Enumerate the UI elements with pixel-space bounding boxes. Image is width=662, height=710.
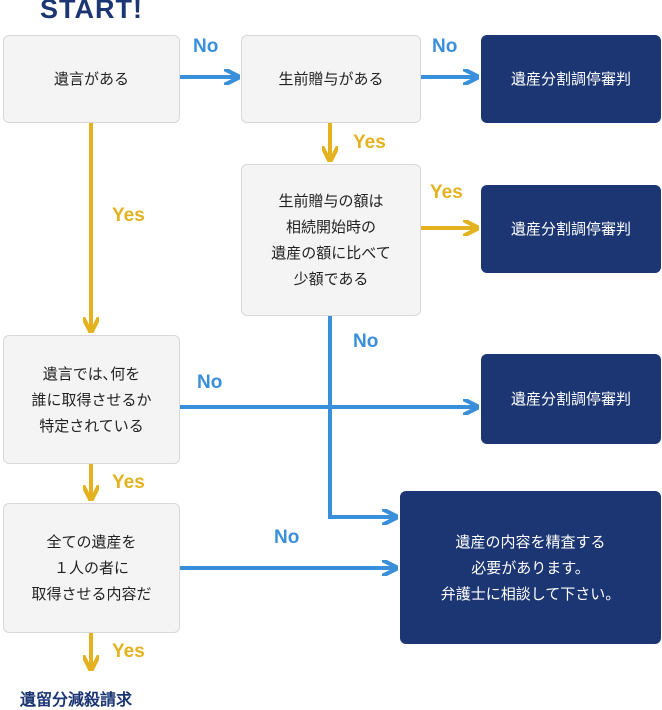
has-will-box: 遺言がある: [3, 35, 180, 123]
mediation-result-2: 遺産分割調停審判: [481, 185, 661, 273]
has-gift-box: 生前贈与がある: [241, 35, 421, 123]
no-label-gift: No: [432, 36, 458, 57]
final-label: 遺留分減殺請求: [20, 690, 133, 709]
start-label: START!: [40, 0, 143, 24]
mediation-result-3: 遺産分割調停審判: [481, 354, 661, 444]
yes-label-all-assets: Yes: [112, 641, 145, 662]
yes-label-gift-small: Yes: [430, 182, 463, 203]
review-result: 遺産の内容を精査する 必要があります。 弁護士に相談して下さい。: [400, 491, 661, 644]
no-label-all-assets: No: [274, 527, 300, 548]
yes-label-specified: Yes: [112, 472, 145, 493]
yes-label-will: Yes: [112, 205, 145, 226]
will-specified-box: 遺言では､何を 誰に取得させるか 特定されている: [3, 335, 180, 464]
gift-small-box: 生前贈与の額は 相続開始時の 遺産の額に比べて 少額である: [241, 164, 421, 316]
yes-label-gift: Yes: [353, 132, 386, 153]
no-label-specified: No: [197, 372, 223, 393]
all-assets-box: 全ての遺産を １人の者に 取得させる内容だ: [3, 503, 180, 633]
mediation-result-1: 遺産分割調停審判: [481, 35, 661, 123]
arrow-gift-large-to-review: [328, 316, 395, 517]
no-label-gift-small: No: [353, 331, 379, 352]
no-label-will: No: [193, 36, 219, 57]
